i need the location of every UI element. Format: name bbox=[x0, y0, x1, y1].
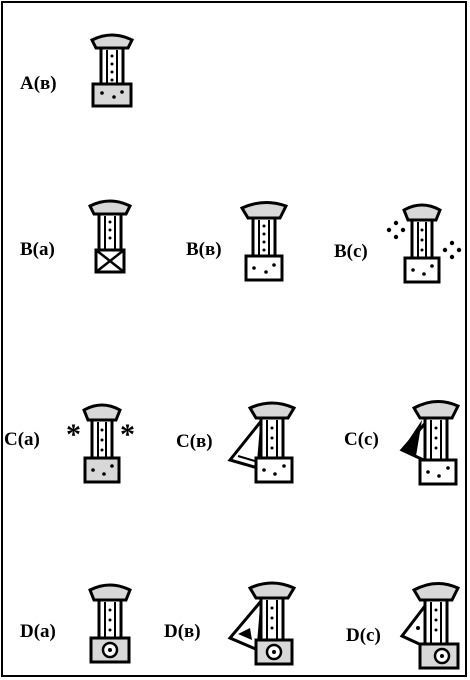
label-b-c: B(c) bbox=[334, 241, 368, 262]
label-b-b: B(в) bbox=[186, 239, 222, 260]
sign-b-c bbox=[402, 203, 442, 284]
asterisk-right-icon: * bbox=[120, 418, 135, 451]
sign-a-b bbox=[89, 33, 135, 108]
sparkle-right-icon bbox=[442, 240, 462, 260]
sign-d-c bbox=[399, 582, 461, 670]
label-d-b: D(в) bbox=[164, 621, 201, 642]
sparkle-left-icon bbox=[386, 220, 406, 240]
sign-d-b bbox=[227, 581, 297, 666]
sign-d-a bbox=[88, 583, 132, 664]
sign-c-b bbox=[227, 401, 297, 484]
sign-c-a bbox=[82, 403, 122, 484]
label-d-c: D(c) bbox=[346, 625, 381, 646]
label-c-a: C(a) bbox=[4, 429, 40, 450]
label-d-a: D(a) bbox=[20, 621, 56, 642]
label-a-b: A(в) bbox=[20, 73, 57, 94]
sign-b-b bbox=[239, 201, 289, 282]
sign-c-c bbox=[399, 400, 461, 486]
label-b-a: B(a) bbox=[20, 239, 55, 260]
sign-b-a bbox=[87, 199, 133, 274]
label-c-b: C(в) bbox=[176, 431, 213, 452]
asterisk-left-icon: * bbox=[66, 418, 81, 451]
label-c-c: C(c) bbox=[344, 429, 379, 450]
